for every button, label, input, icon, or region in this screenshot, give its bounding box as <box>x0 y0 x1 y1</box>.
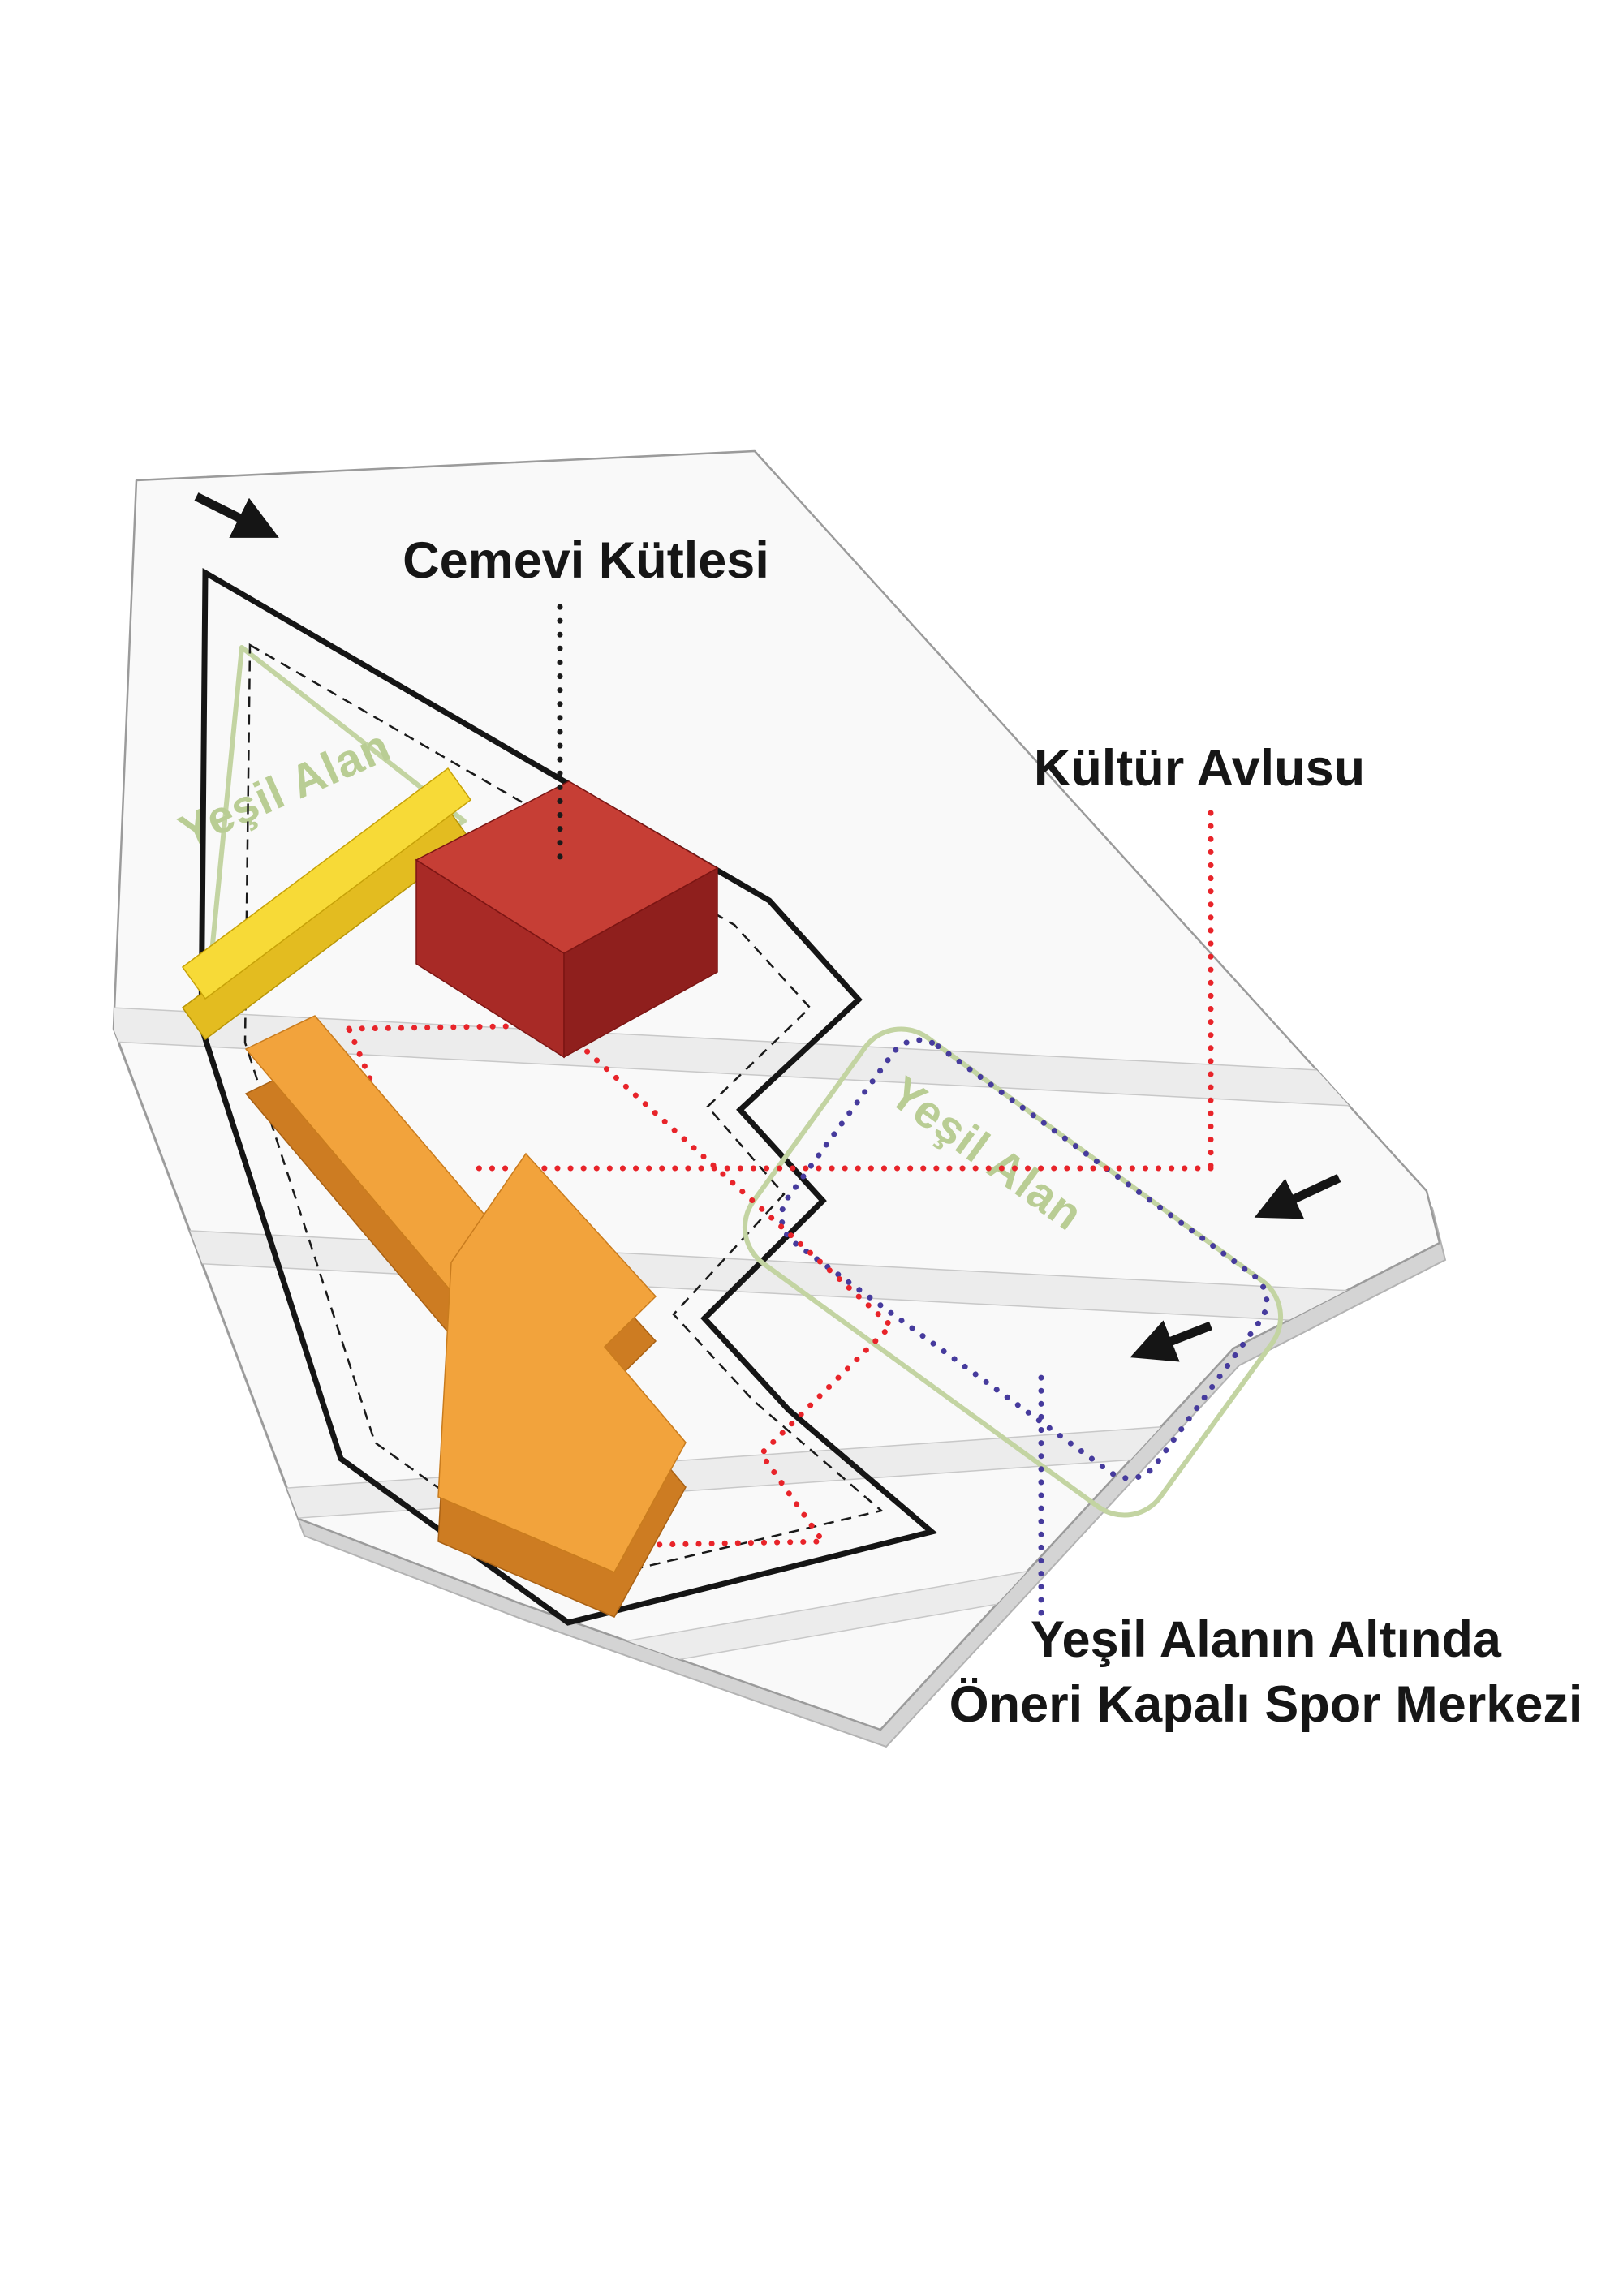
label-sports-center-line2: Öneri Kapalı Spor Merkezi <box>949 1676 1583 1733</box>
parcel-dashed-boundary <box>243 643 884 1585</box>
yellow-bar-top <box>181 767 472 1000</box>
direction-arrows <box>194 492 1341 1362</box>
label-sports-center-line1: Yeşil Alanın Altında <box>1031 1611 1502 1668</box>
direction-arrow-right <box>1254 1174 1341 1219</box>
direction-arrow-lower-right <box>1130 1320 1213 1362</box>
direction-arrow-top-left <box>194 492 279 538</box>
label-culture-courtyard: Kültür Avlusu <box>1034 740 1365 797</box>
cemevi-top <box>415 780 719 954</box>
parcel-boundary <box>198 567 938 1626</box>
sports-center-dotted-outline <box>778 1037 1270 1481</box>
cemevi-building <box>415 780 719 1059</box>
green-area-right-outline <box>742 1026 1284 1518</box>
orange-mass-top <box>437 1152 687 1573</box>
terrace-band <box>114 1005 1440 1112</box>
orange-building <box>244 1015 687 1618</box>
label-cemevi-mass: Cemevi Kütlesi <box>403 532 769 589</box>
